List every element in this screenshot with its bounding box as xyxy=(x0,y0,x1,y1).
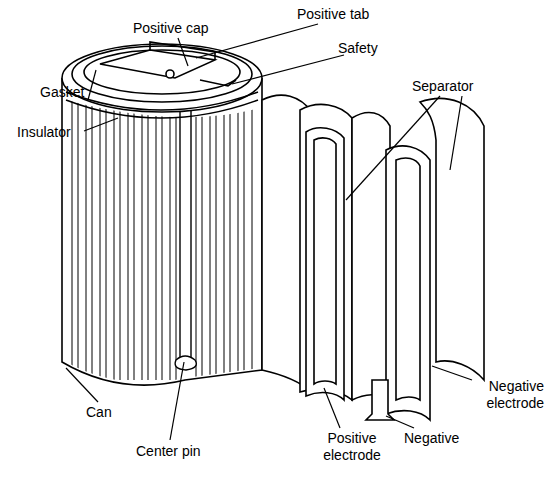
unrolled-sheets-part xyxy=(366,380,394,420)
winding-layers xyxy=(72,100,252,380)
unrolled-sheets-part xyxy=(300,104,352,400)
winding-layers-part xyxy=(162,100,163,380)
leader-lines-part xyxy=(178,38,188,66)
cell-can xyxy=(62,78,262,385)
part-label: Can xyxy=(86,404,112,421)
winding-layers-part xyxy=(156,100,157,380)
leader-lines-part xyxy=(88,70,96,100)
winding-layers-part xyxy=(176,100,177,380)
leader-lines-part xyxy=(346,96,440,200)
leader-lines-part xyxy=(196,24,318,58)
leader-lines-part xyxy=(450,96,462,170)
winding-layers-part xyxy=(216,100,217,380)
winding-layers-part xyxy=(202,100,203,380)
leader-lines xyxy=(66,24,472,440)
center-pin xyxy=(175,108,196,370)
winding-layers-part xyxy=(100,100,101,380)
unrolled-sheets xyxy=(262,95,484,420)
winding-layers-part xyxy=(224,100,225,380)
winding-layers-part xyxy=(134,100,135,380)
unrolled-sheets-part xyxy=(386,146,430,420)
unrolled-sheets-part xyxy=(314,138,336,384)
leader-lines-part xyxy=(324,388,340,428)
unrolled-sheets-part xyxy=(420,98,484,380)
part-label: Positive tab xyxy=(297,6,369,23)
part-label: Separator xyxy=(412,78,473,95)
winding-layers-part xyxy=(196,100,197,380)
unrolled-sheets-part xyxy=(352,112,390,400)
cell-top-part xyxy=(100,50,215,78)
part-label: Gasket xyxy=(40,84,84,101)
winding-layers-part xyxy=(230,100,231,380)
winding-layers-part xyxy=(78,100,79,380)
winding-layers-part xyxy=(252,100,253,380)
unrolled-sheets-part xyxy=(306,128,344,400)
leader-lines-part xyxy=(66,368,98,402)
part-label: Positive cap xyxy=(133,20,208,37)
leader-lines-part xyxy=(170,362,184,440)
cell-top-part xyxy=(200,80,236,86)
part-label: Negative electrode xyxy=(460,378,544,412)
winding-layers-part xyxy=(120,100,121,380)
center-pin-part xyxy=(175,356,196,370)
winding-layers-part xyxy=(86,100,87,380)
part-label: Safety xyxy=(338,40,378,57)
winding-layers-part xyxy=(238,100,239,380)
cell-top xyxy=(62,42,262,118)
winding-layers-part xyxy=(92,100,93,380)
cell-top-part xyxy=(72,46,252,102)
winding-layers-part xyxy=(72,100,73,380)
winding-layers-part xyxy=(128,100,129,380)
cell-top-part xyxy=(84,50,240,94)
cell-can-part xyxy=(62,78,262,385)
center-pin-part xyxy=(180,108,191,360)
cell-top-part xyxy=(66,92,258,110)
leader-lines-part xyxy=(84,118,118,131)
winding-layers-part xyxy=(114,100,115,380)
winding-layers-part xyxy=(148,100,149,380)
winding-layers-part xyxy=(142,100,143,380)
leader-lines-part xyxy=(232,55,344,84)
winding-layers-part xyxy=(106,100,107,380)
cell-top-part xyxy=(66,100,258,118)
part-label: Negative xyxy=(404,430,459,447)
cell-top-part xyxy=(62,44,262,112)
part-label: Insulator xyxy=(17,124,71,141)
part-label: Center pin xyxy=(136,443,201,460)
leader-lines-part xyxy=(386,416,414,428)
unrolled-sheets-part xyxy=(396,158,420,400)
cell-top-part xyxy=(166,70,174,78)
part-label: Positive electrode xyxy=(310,430,394,464)
leader-lines-part xyxy=(432,366,472,380)
winding-layers-part xyxy=(170,100,171,380)
winding-layers-part xyxy=(244,100,245,380)
winding-layers-part xyxy=(210,100,211,380)
